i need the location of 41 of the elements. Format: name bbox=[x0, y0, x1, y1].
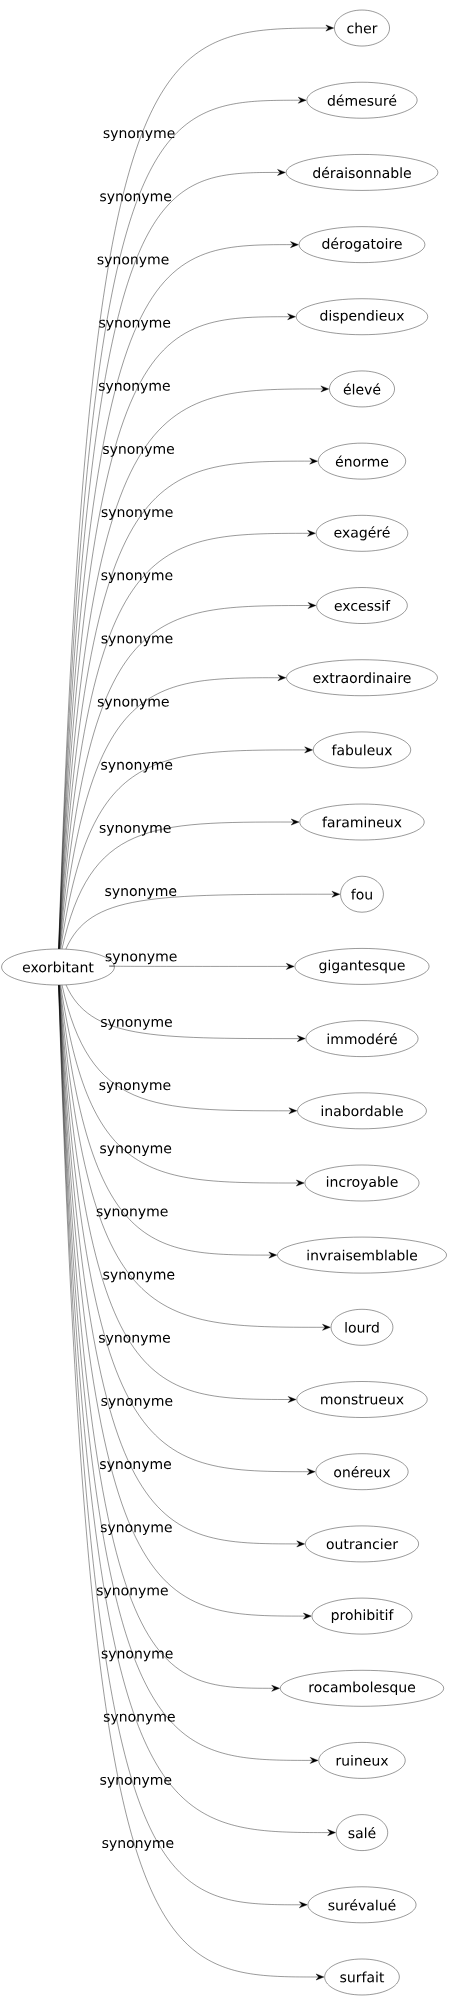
edge-label: synonyme bbox=[103, 1271, 175, 1283]
arrow bbox=[59, 602, 317, 950]
edge-label: synonyme bbox=[101, 635, 173, 647]
arrow bbox=[59, 985, 277, 1259]
edge-label: synonyme bbox=[101, 1650, 173, 1662]
edge-label: synonyme bbox=[103, 130, 175, 141]
edge-label: synonyme bbox=[105, 953, 177, 965]
edge-label: synonyme bbox=[100, 1776, 172, 1788]
arrow bbox=[58, 385, 329, 950]
arrow bbox=[60, 985, 305, 1187]
edge-label: synonyme bbox=[97, 256, 169, 268]
edge-label: synonyme bbox=[103, 1713, 175, 1725]
edge-label: synonyme bbox=[101, 761, 173, 773]
edge-label: synonyme bbox=[101, 1397, 173, 1409]
edge-label: synonyme bbox=[99, 1334, 170, 1346]
edge-label: synonyme bbox=[100, 1145, 172, 1157]
edge-label: synonyme bbox=[105, 888, 177, 899]
edge-label: synonyme bbox=[102, 1840, 174, 1851]
arrow bbox=[65, 984, 306, 1042]
arrow bbox=[65, 890, 340, 950]
edge-label: synonyme bbox=[96, 1208, 168, 1220]
arrow bbox=[61, 818, 300, 950]
arrow bbox=[58, 985, 280, 1692]
edge-label: synonyme bbox=[97, 698, 169, 710]
arrow bbox=[59, 674, 286, 950]
edge-label: synonyme bbox=[99, 1082, 171, 1093]
edge-label: synonyme bbox=[99, 319, 171, 331]
edge-label: synonyme bbox=[100, 1461, 171, 1472]
arrow bbox=[59, 985, 331, 1331]
arrow bbox=[61, 984, 297, 1115]
edge-label: synonyme bbox=[100, 1524, 172, 1536]
edge-label: synonyme bbox=[101, 1018, 172, 1030]
edge-label: synonyme bbox=[98, 382, 170, 394]
edge-label: synonyme bbox=[101, 509, 173, 520]
edge-label: synonyme bbox=[96, 1587, 168, 1599]
edge-label: synonyme bbox=[100, 193, 172, 205]
arrow bbox=[109, 963, 295, 970]
arrow bbox=[60, 746, 313, 950]
edge-label: synonyme bbox=[103, 445, 174, 457]
edge-label: synonyme bbox=[99, 824, 171, 836]
edge-label: synonyme bbox=[101, 572, 173, 584]
